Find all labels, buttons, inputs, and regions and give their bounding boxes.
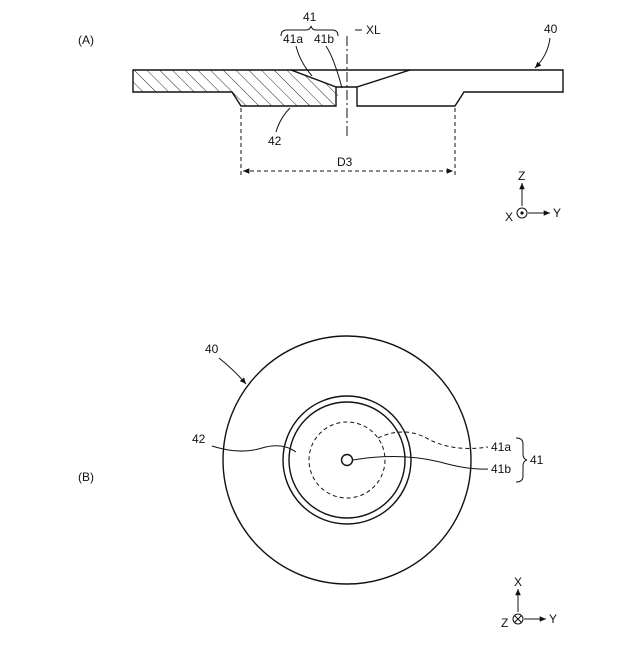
- boss-label-b: 42: [192, 432, 206, 446]
- plate-outline: [223, 336, 471, 584]
- panel-a: (A) XL 41 41a 41b 40 42 D3: [78, 10, 563, 224]
- axis-triad-b: X Y Z: [501, 575, 557, 630]
- taper-circle: [309, 422, 385, 498]
- taper-leader: [296, 46, 312, 76]
- taper-label: 41a: [283, 32, 303, 46]
- bore-leader-b: [353, 456, 488, 469]
- bore-leader: [326, 46, 342, 88]
- hole-label: 41: [303, 10, 317, 24]
- taper-leader-b: [378, 432, 488, 449]
- triad-a-up-label: Z: [518, 169, 525, 183]
- boss-outer-circle: [283, 396, 411, 524]
- section-right: [357, 70, 563, 106]
- panel-a-label: (A): [78, 33, 94, 47]
- hole-brace-b: [516, 438, 527, 482]
- boss-label: 42: [268, 134, 282, 148]
- plate-leader: [219, 358, 246, 384]
- bore-label-b: 41b: [491, 462, 511, 476]
- triad-a-out-label: X: [505, 210, 513, 224]
- triad-a-right-label: Y: [553, 206, 561, 220]
- dimension-label: D3: [337, 155, 353, 169]
- triad-b-into-label: Z: [501, 616, 508, 630]
- taper-label-b: 41a: [491, 440, 511, 454]
- bore-label: 41b: [314, 32, 334, 46]
- part-leader: [535, 38, 550, 68]
- triad-b-up-label: X: [514, 575, 522, 589]
- boss-leader: [276, 108, 290, 132]
- axis-label: XL: [366, 23, 381, 37]
- panel-b: (B) 40 42 41a 41b 41 X Y Z: [78, 336, 557, 630]
- bore-circle: [342, 455, 353, 466]
- boss-inner-circle: [289, 402, 405, 518]
- axis-triad-a: Z Y X: [505, 169, 561, 224]
- out-of-page-dot-icon: [520, 211, 523, 214]
- plate-label: 40: [205, 342, 219, 356]
- panel-b-label: (B): [78, 470, 94, 484]
- hole-label-b: 41: [530, 453, 544, 467]
- section-hatch-left: [133, 70, 458, 106]
- triad-b-right-label: Y: [549, 612, 557, 626]
- part-label: 40: [544, 22, 558, 36]
